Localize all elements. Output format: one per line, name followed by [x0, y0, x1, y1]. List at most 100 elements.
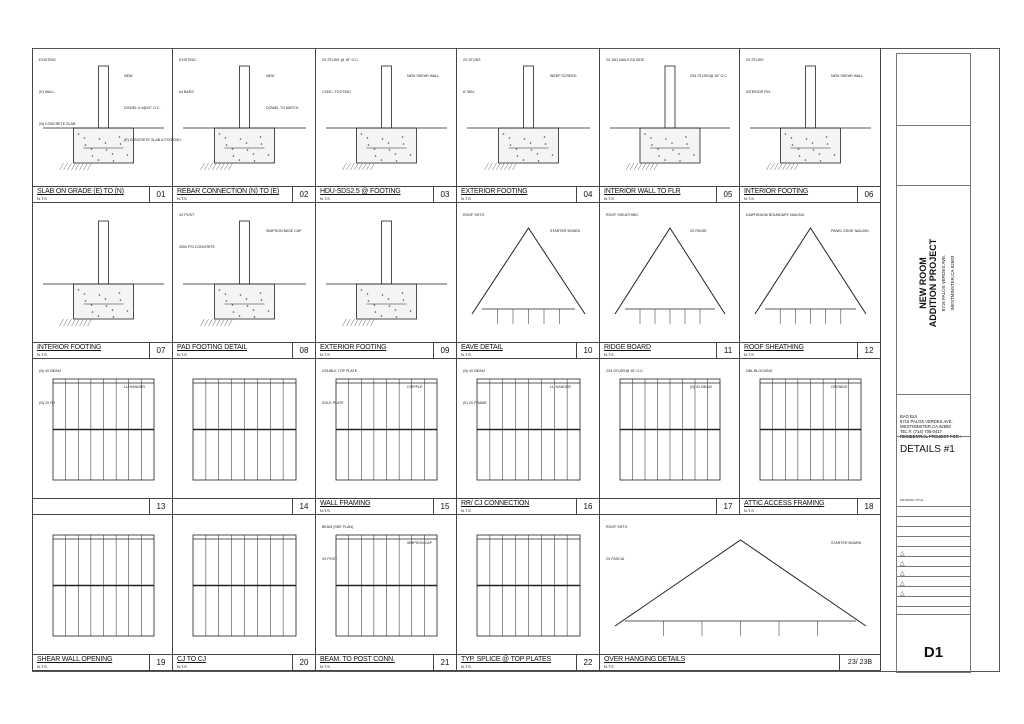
aggregate-dot — [367, 144, 370, 146]
callout-label: (E) WALL — [39, 90, 55, 94]
callout-label: EXISTING — [179, 58, 196, 62]
roof-rafter — [471, 227, 586, 315]
aggregate-dot — [523, 138, 526, 140]
aggregate-dot — [658, 155, 660, 157]
aggregate-dot — [804, 159, 807, 161]
concrete-footing — [356, 283, 417, 320]
aggregate-dot — [267, 154, 270, 156]
earth-hatch — [370, 318, 375, 327]
detail-scale: N.T.S — [177, 196, 187, 201]
aggregate-dot — [91, 155, 94, 157]
aggregate-dot — [798, 155, 801, 157]
stud-wall — [239, 65, 250, 129]
detail-number: 17 — [716, 499, 739, 514]
detail-title-strip: TYP. SPLICE @ TOP PLATES N.T.S 22 — [457, 654, 599, 670]
detail-number: 15 — [433, 499, 456, 514]
earth-hatch — [766, 162, 771, 171]
earth-hatch — [63, 162, 68, 171]
concrete-footing — [214, 283, 275, 320]
callout-label: ROOF SHTG — [606, 525, 628, 529]
aggregate-dot — [791, 144, 794, 146]
earth-hatch — [75, 318, 80, 327]
detail-number: 16 — [576, 499, 599, 514]
project-title-line2: ADDITION PROJECT — [928, 238, 938, 328]
detail-number: 03 — [433, 187, 456, 202]
stud-wall — [239, 220, 250, 285]
aggregate-dot — [679, 160, 681, 162]
aggregate-dot — [126, 154, 129, 156]
aggregate-dot — [360, 133, 363, 135]
aggregate-dot — [246, 149, 249, 151]
callout-label: PANEL EDGE NAILING — [831, 229, 869, 233]
aggregate-dot — [401, 136, 404, 138]
detail-title-strip: INTERIOR FOOTING N.T.S 06 — [740, 186, 880, 202]
aggregate-dot — [260, 143, 263, 145]
detail-20: CJ TO CJ N.T.S 20 — [173, 515, 316, 671]
title-block: NEW ROOM ADDITION PROJECT 8716 PALOS VER… — [896, 53, 971, 673]
detail-title: PAD FOOTING DETAIL — [177, 344, 248, 351]
detail-scale: N.T.S — [461, 508, 471, 513]
detail-title-strip: SHEAR WALL OPENING N.T.S 19 — [33, 654, 172, 670]
aggregate-dot — [551, 154, 554, 156]
earth-hatch — [794, 162, 799, 171]
title-block-row-line — [897, 586, 970, 587]
aggregate-dot — [245, 142, 248, 144]
earth-hatch — [87, 318, 92, 327]
detail-title: REBAR CONNECTION (N) TO (E) — [177, 188, 280, 195]
earth-hatch — [208, 162, 213, 171]
title-block-divider — [897, 394, 970, 395]
aggregate-dot — [797, 148, 800, 150]
detail-drawing — [326, 220, 447, 327]
concrete-footing — [214, 127, 275, 164]
aggregate-dot — [98, 138, 101, 140]
earth-hatch — [625, 162, 631, 171]
earth-hatch — [512, 162, 517, 171]
aggregate-dot — [388, 305, 391, 307]
earth-hatch — [228, 318, 233, 327]
title-block-divider — [897, 436, 970, 437]
detail-scale: N.T.S — [37, 352, 47, 357]
aggregate-dot — [77, 289, 80, 291]
detail-title: BEAM. TO POST CONN. — [320, 656, 395, 663]
earth-hatch — [786, 162, 791, 171]
aggregate-dot — [685, 136, 687, 138]
earth-hatch — [224, 318, 229, 327]
callout-label: 2X 16D NAILS EA SIDE — [606, 58, 645, 62]
aggregate-dot — [387, 142, 390, 144]
callout-label: 4X POST — [179, 213, 195, 217]
detail-title-strip: CJ TO CJ N.T.S 20 — [173, 654, 315, 670]
aggregate-dot — [366, 137, 369, 139]
aggregate-dot — [83, 137, 86, 139]
aggregate-dot — [104, 142, 107, 144]
aggregate-dot — [509, 144, 512, 146]
roof-rafter — [614, 227, 726, 315]
detail-title: HDU-SDS2.5 @ FOOTING — [320, 188, 401, 195]
aggregate-dot — [90, 304, 93, 306]
drawing-title-label: DRAWING TITLE : — [900, 498, 926, 502]
project-title: NEW ROOM ADDITION PROJECT 8716 PALOS VER… — [918, 203, 956, 363]
callout-label: 2X4 STUDS@ 16" O.C. — [606, 369, 644, 373]
detail-number: 22 — [576, 655, 599, 670]
title-block-divider — [897, 125, 970, 126]
aggregate-dot — [381, 138, 384, 140]
aggregate-dot — [536, 153, 539, 155]
aggregate-dot — [402, 299, 405, 301]
detail-title-strip: EXTERIOR FOOTING N.T.S 09 — [316, 342, 456, 358]
aggregate-dot — [387, 298, 390, 300]
detail-drawing — [476, 534, 581, 637]
detail-title-strip: OVER HANGING DETAILS N.T.S 23/ 23B — [600, 654, 880, 670]
detail-title: INTERIOR FOOTING — [744, 188, 809, 195]
callout-label: (N) 2X RJ — [39, 401, 55, 405]
detail-number: 13 — [149, 499, 172, 514]
aggregate-dot — [239, 138, 242, 140]
aggregate-dot — [402, 143, 405, 145]
title-block-row-line — [897, 506, 970, 507]
detail-title-strip: 14 — [173, 498, 315, 514]
aggregate-dot — [366, 293, 369, 295]
detail-title: EXTERIOR FOOTING — [320, 344, 387, 351]
aggregate-dot — [77, 133, 80, 135]
detail-number: 07 — [149, 343, 172, 358]
